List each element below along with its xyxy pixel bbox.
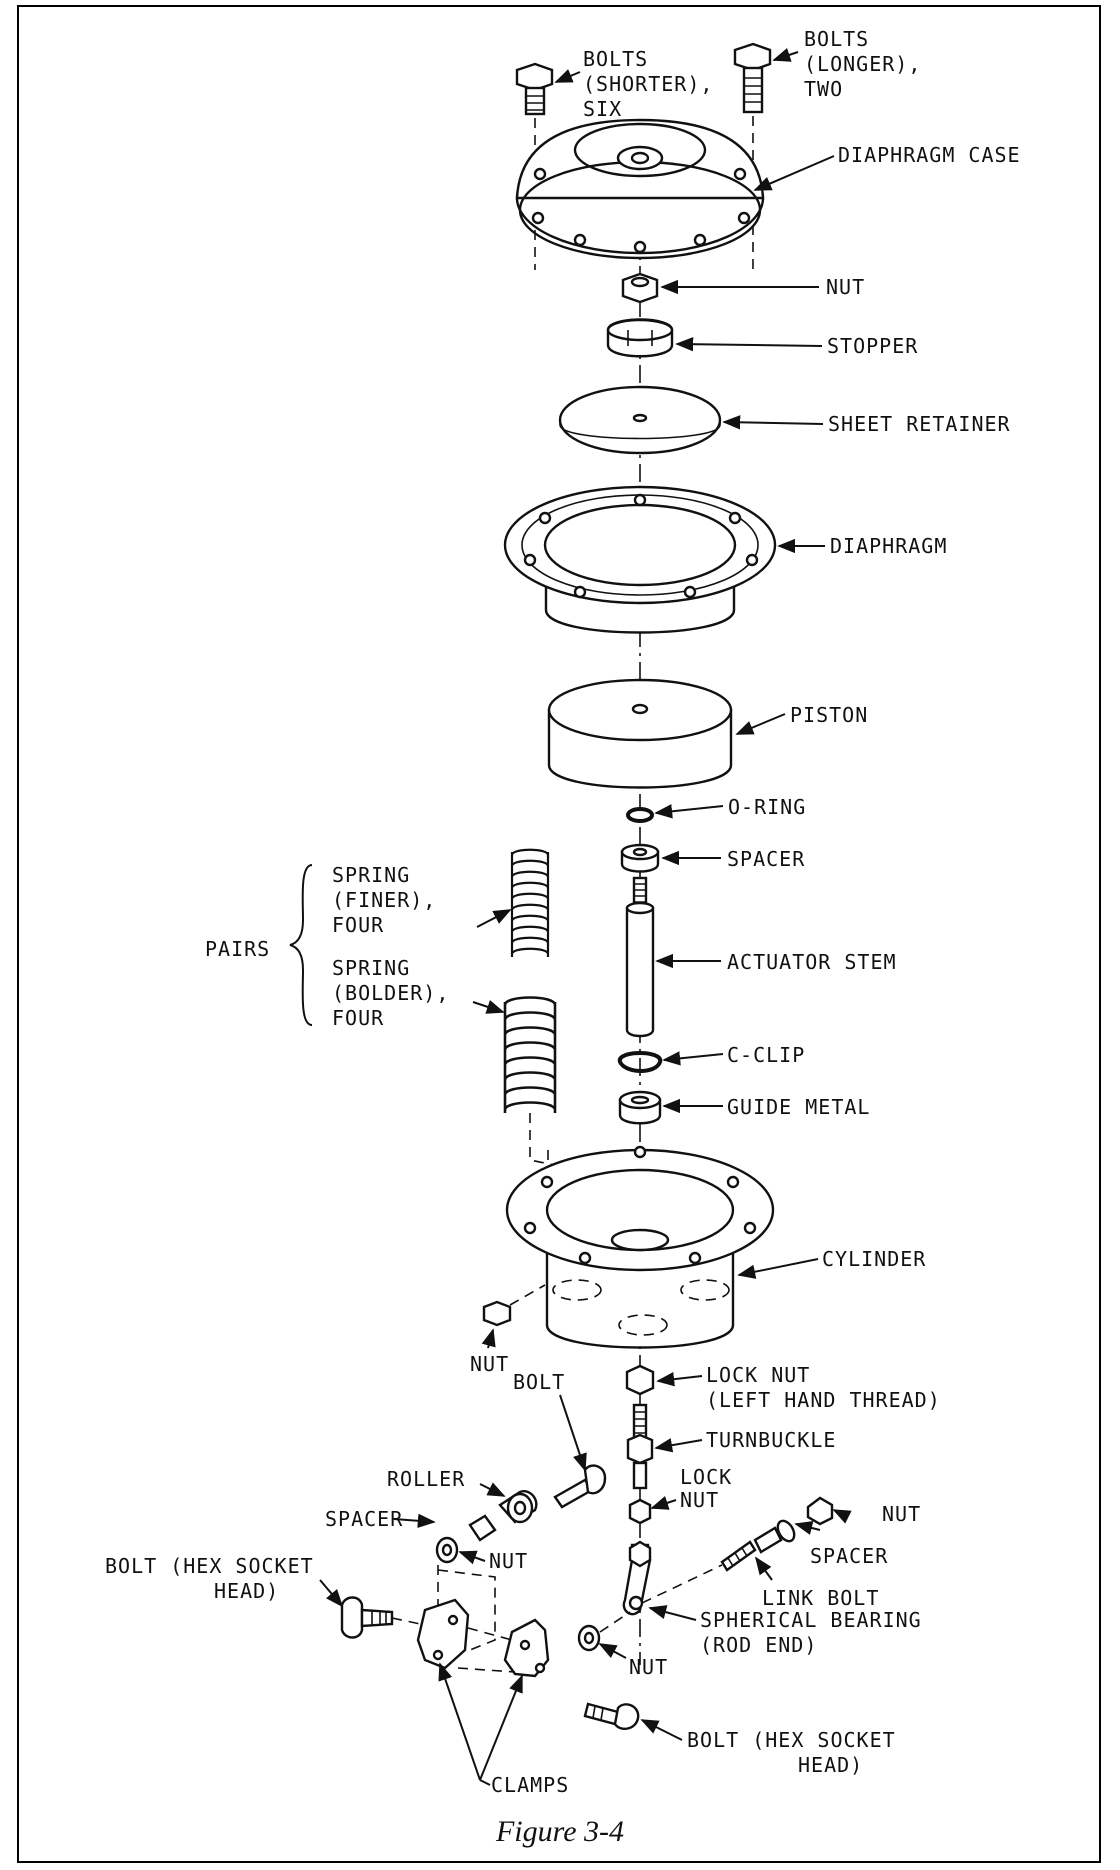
pairs-bracket — [289, 864, 313, 1026]
label-turnbuckle: TURNBUCKLE — [706, 1428, 836, 1452]
nut-right-part — [806, 1496, 834, 1526]
label-piston: PISTON — [790, 703, 868, 727]
label-spring-bolder: SPRING (BOLDER), FOUR — [332, 956, 462, 1030]
nut-bottom-part — [577, 1624, 601, 1652]
label-lock-nut-left: LOCK NUT (LEFT HAND THREAD) — [706, 1363, 941, 1412]
actuator-stem-part — [625, 876, 655, 1038]
label-spacer-right: SPACER — [810, 1544, 888, 1568]
label-nut-left2: NUT — [489, 1549, 528, 1573]
lock-nut-part — [628, 1498, 652, 1525]
spacer-left-part — [435, 1514, 497, 1564]
label-bolts-shorter: BOLTS (SHORTER), SIX — [583, 47, 726, 121]
label-spherical-bearing: SPHERICAL BEARING (ROD END) — [700, 1608, 935, 1657]
label-bolts-longer: BOLTS (LONGER), TWO — [804, 27, 934, 101]
label-spring-finer: SPRING (FINER), FOUR — [332, 863, 449, 937]
label-c-clip: C-CLIP — [727, 1043, 805, 1067]
label-cylinder: CYLINDER — [822, 1247, 926, 1271]
figure-frame — [17, 5, 1101, 1863]
clamps-part — [416, 1598, 550, 1678]
diaphragm-case-part — [515, 118, 765, 270]
label-nut-left: NUT — [470, 1352, 509, 1376]
label-bolt: BOLT — [513, 1370, 565, 1394]
label-guide-metal: GUIDE METAL — [727, 1095, 870, 1119]
nut-top-part — [621, 272, 659, 304]
guide-metal-part — [618, 1090, 662, 1125]
bolt-hex-left-part — [340, 1596, 394, 1639]
turnbuckle-part — [626, 1403, 654, 1490]
spherical-bearing-part — [622, 1540, 652, 1616]
label-clamps: CLAMPS — [491, 1773, 569, 1797]
stopper-part — [606, 318, 674, 358]
label-bolt-hex-right: BOLT (HEX SOCKET HEAD) — [687, 1728, 909, 1777]
bolt-longer-part — [733, 42, 772, 160]
label-diaphragm: DIAPHRAGM — [830, 534, 947, 558]
label-diaphragm-case: DIAPHRAGM CASE — [838, 143, 1021, 167]
label-o-ring: O-RING — [728, 795, 806, 819]
spring-finer-part — [510, 848, 550, 957]
label-nut-top: NUT — [826, 275, 865, 299]
leader-lines — [319, 48, 852, 1786]
diaphragm-part — [503, 485, 777, 634]
lock-nut-left-part — [625, 1364, 655, 1396]
label-nut-right: NUT — [882, 1502, 921, 1526]
label-lock-nut: LOCK NUT — [680, 1465, 745, 1512]
label-roller: ROLLER — [387, 1467, 465, 1491]
spring-bolder-part — [503, 996, 557, 1113]
nut-left-part — [482, 1284, 546, 1327]
label-link-bolt: LINK BOLT — [762, 1586, 879, 1610]
label-sheet-retainer: SHEET RETAINER — [828, 412, 1011, 436]
label-spacer-left: SPACER — [325, 1507, 403, 1531]
roller-part — [498, 1490, 538, 1524]
c-clip-part — [618, 1051, 662, 1073]
label-nut-bottom: NUT — [629, 1655, 668, 1679]
label-bolt-hex-left: BOLT (HEX SOCKET HEAD) — [105, 1554, 327, 1603]
label-spacer-mid: SPACER — [727, 847, 805, 871]
bolt-part — [553, 1464, 607, 1509]
bolt-shorter-part — [515, 62, 554, 170]
spacer-mid-part — [620, 843, 660, 873]
o-ring-part — [626, 807, 654, 823]
label-actuator-stem: ACTUATOR STEM — [727, 950, 897, 974]
label-pairs: PAIRS — [205, 937, 270, 961]
bolt-hex-right-part — [583, 1702, 640, 1730]
label-stopper: STOPPER — [827, 334, 918, 358]
figure-caption: Figure 3-4 — [495, 1815, 625, 1848]
link-bolt-part — [720, 1526, 783, 1572]
spacer-right-part — [776, 1519, 796, 1543]
sheet-retainer-part — [558, 385, 722, 455]
cylinder-part — [505, 1145, 775, 1349]
piston-part — [547, 678, 733, 789]
